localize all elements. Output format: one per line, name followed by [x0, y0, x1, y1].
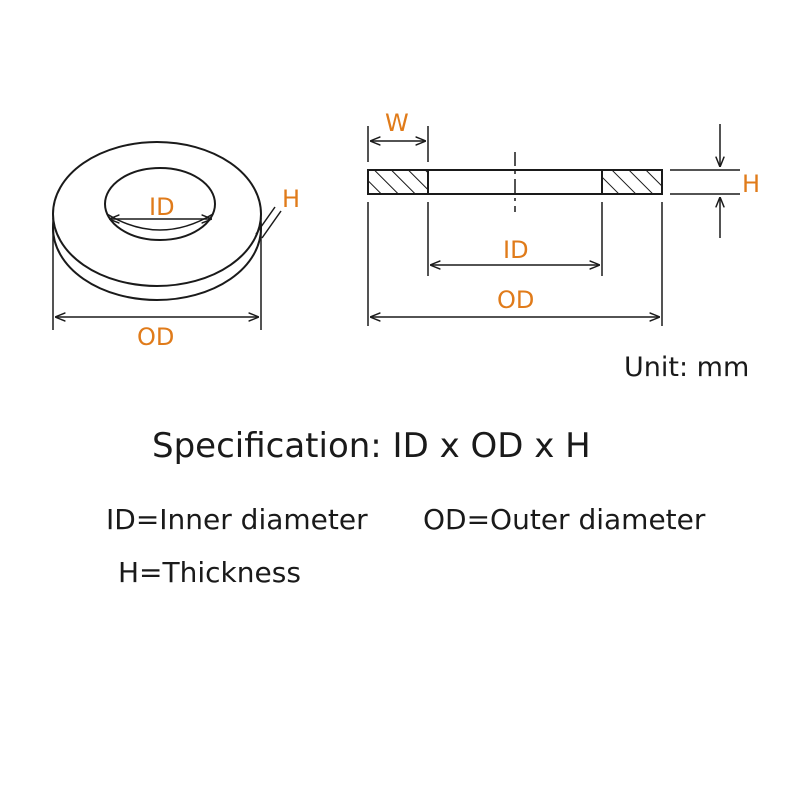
side-od-dimension: [367, 202, 663, 326]
specification-title: Specification: ID x OD x H: [152, 426, 591, 466]
definition-inner-diameter: ID=Inner diameter: [106, 503, 368, 536]
side-id-label: ID: [503, 236, 529, 264]
perspective-h-label: H: [282, 185, 300, 213]
perspective-od-label: OD: [137, 323, 174, 351]
perspective-h-indicator: [255, 206, 282, 239]
washer-inner-hole: [104, 167, 216, 241]
unit-label: Unit: mm: [624, 352, 750, 383]
side-od-label: OD: [497, 286, 534, 314]
side-w-label: W: [385, 109, 409, 137]
definition-outer-diameter: OD=Outer diameter: [423, 503, 706, 536]
perspective-od-dimension: [52, 218, 262, 330]
perspective-washer: [52, 141, 262, 301]
side-id-dimension: [427, 202, 603, 276]
perspective-id-label: ID: [149, 193, 175, 221]
side-h-label: H: [742, 170, 760, 198]
side-w-dimension: [367, 126, 429, 162]
section-right-hatch: [601, 169, 663, 195]
section-left-hatch: [367, 169, 429, 195]
definition-thickness: H=Thickness: [118, 556, 301, 589]
washer-dimension-diagram: ID H OD W H ID: [52, 109, 760, 351]
side-section-view: [367, 152, 663, 212]
washer-outer-top-edge: [52, 141, 262, 287]
side-h-dimension: [670, 124, 740, 238]
